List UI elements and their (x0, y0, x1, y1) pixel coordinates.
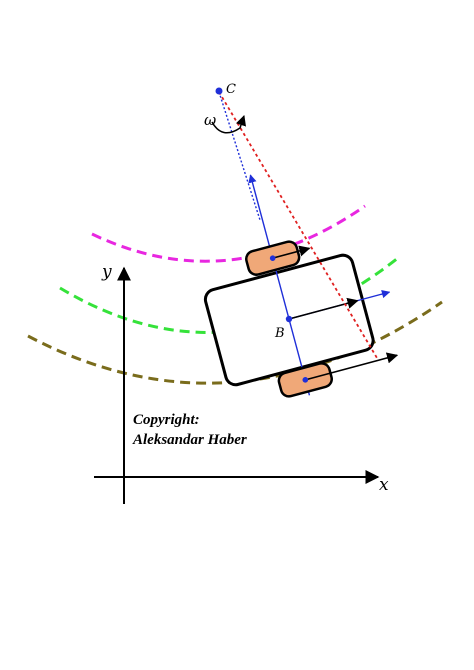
copyright-line-2: Aleksandar Haber (133, 432, 247, 448)
angular-velocity-label: ω (204, 111, 216, 129)
center-to-body-line (218, 91, 261, 221)
body-point-b-label: B (274, 326, 285, 341)
x-axis-label: x (379, 475, 389, 495)
body-longitudinal-axis (248, 174, 311, 396)
body-velocity-arrow (288, 297, 359, 320)
center-point-c-label: C (226, 82, 236, 97)
center-point-c (215, 87, 223, 95)
angular-velocity-arc (211, 115, 246, 134)
y-axis-label: y (101, 262, 112, 282)
bottom-wheel-contact-point (302, 377, 309, 383)
magenta-track-arc (91, 204, 366, 263)
copyright-notice: Copyright: Aleksandar Haber (133, 410, 247, 450)
robot (203, 174, 399, 398)
copyright-line-1: Copyright: (133, 412, 200, 428)
top-wheel-velocity-arrow (272, 245, 311, 259)
bottom-wheel-velocity-arrow (305, 352, 399, 381)
top-wheel-contact-point (269, 255, 276, 261)
body-point-b (285, 315, 293, 323)
